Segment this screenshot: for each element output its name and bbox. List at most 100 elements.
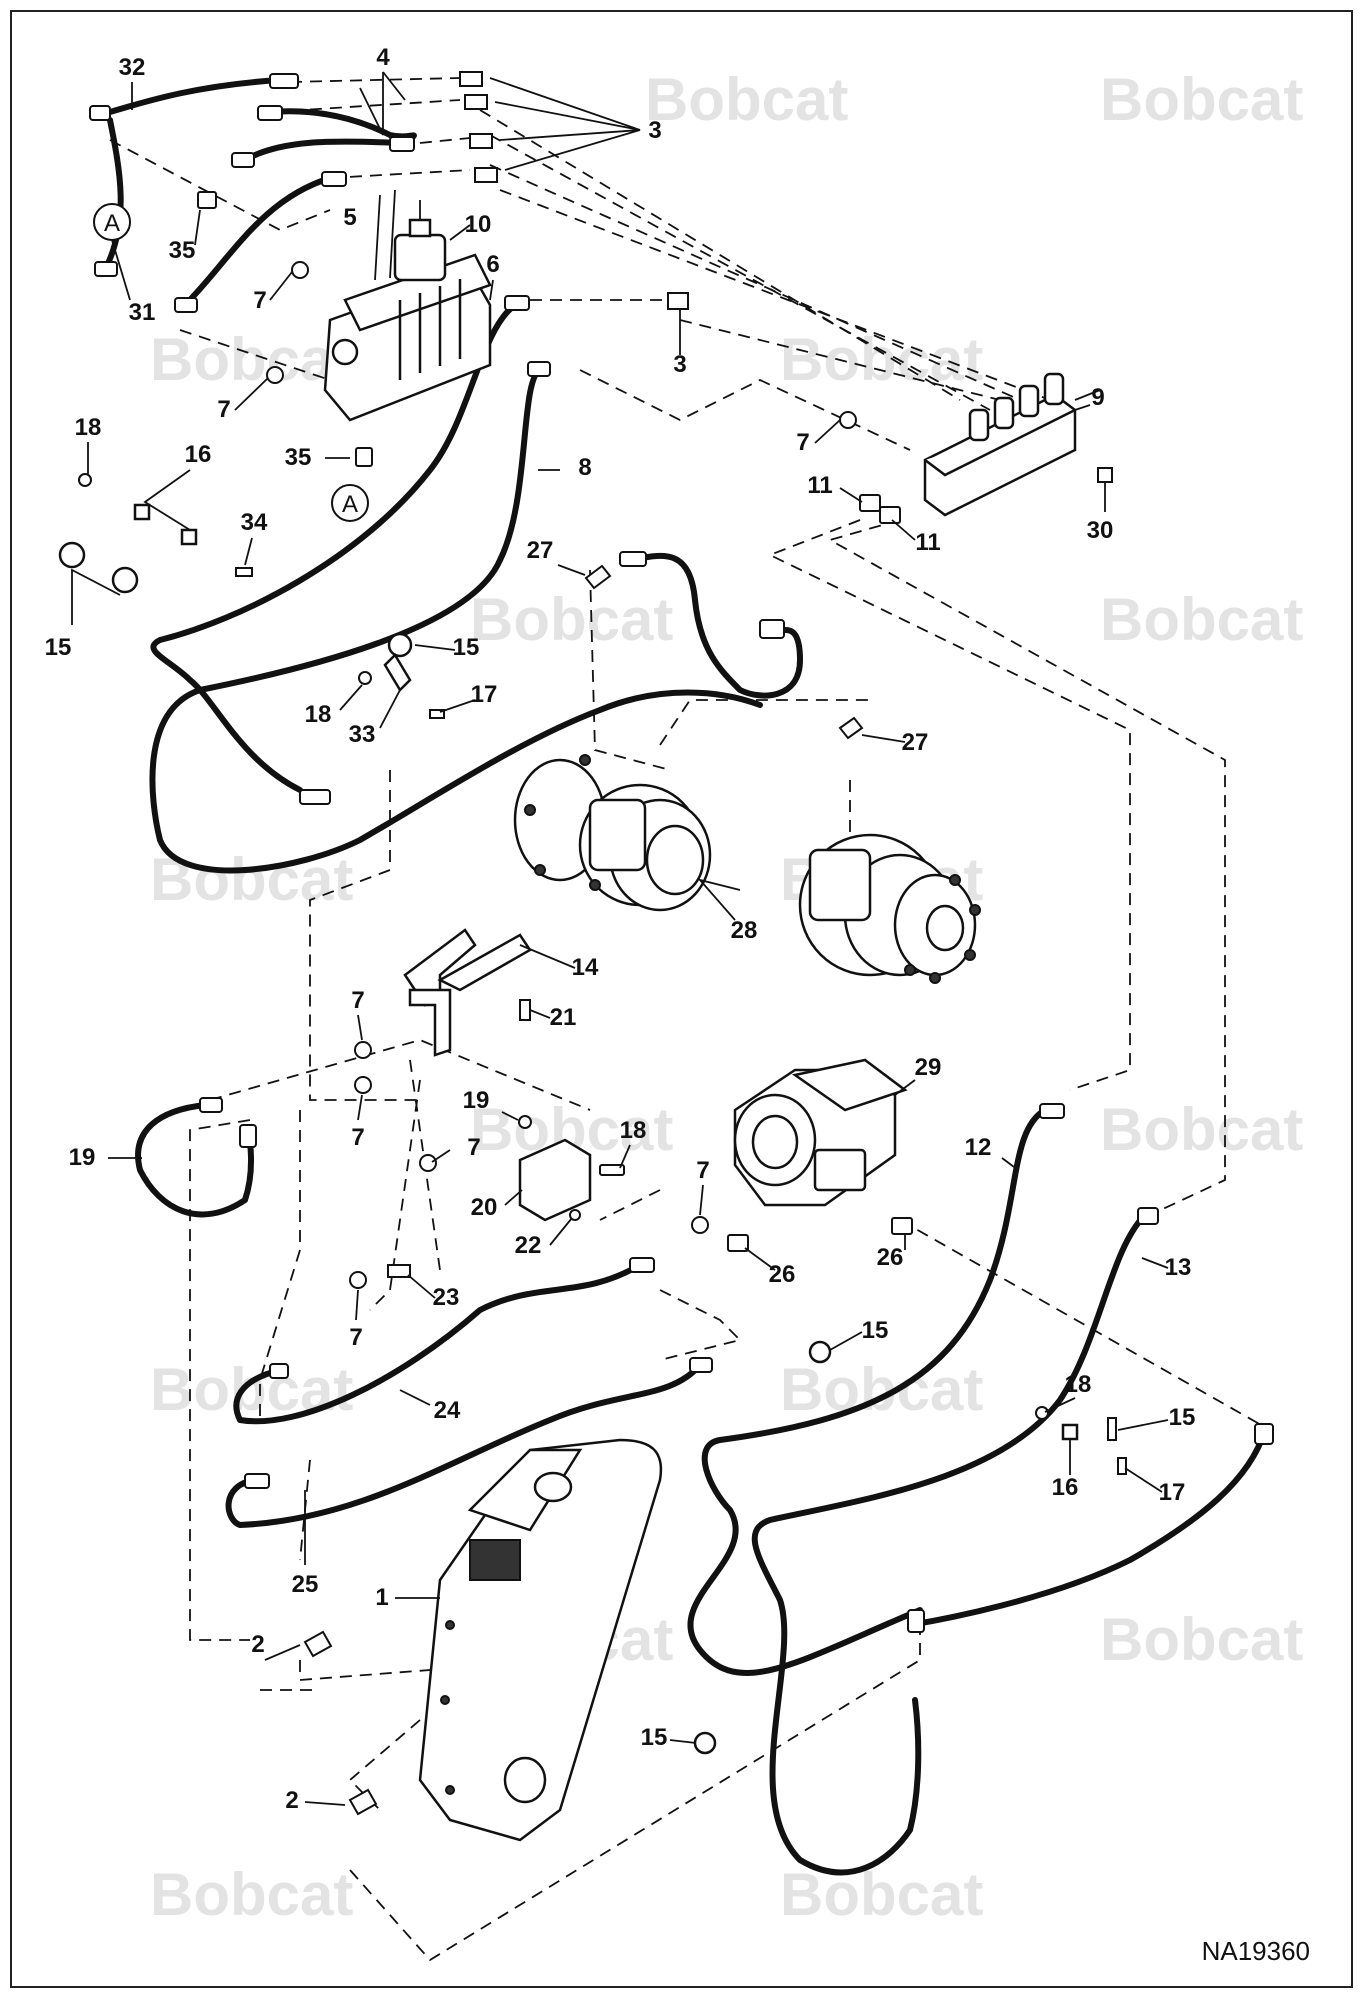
watermark: Bobcat [1100, 1096, 1303, 1163]
mounting-bracket [403, 928, 532, 1057]
callout-c15b: 15 [453, 634, 480, 661]
hose-12 [687, 1107, 1048, 1676]
callout-c8: 8 [578, 454, 591, 481]
hydraulic-tank [418, 1438, 663, 1842]
callout-c28: 28 [731, 917, 758, 944]
callout-c10: 10 [465, 211, 492, 238]
callout-c19a: 19 [463, 1087, 490, 1114]
callout-c21: 21 [550, 1004, 577, 1031]
callout-c14: 14 [572, 954, 599, 981]
callout-c18a: 18 [75, 414, 102, 441]
watermark: Bobcat [150, 1356, 353, 1423]
hose-32 [107, 77, 283, 115]
callout-c7h: 7 [349, 1324, 362, 1351]
callout-c1: 1 [375, 1584, 388, 1611]
callout-c7f: 7 [467, 1134, 480, 1161]
callout-c13: 13 [1165, 1254, 1192, 1281]
hydrostatic-pump [733, 1058, 908, 1207]
hose-8 [149, 367, 763, 874]
callout-c35b: 35 [285, 444, 312, 471]
callout-c26b: 26 [877, 1244, 904, 1271]
hose-13 [751, 1212, 1148, 1876]
watermark: Bobcat [780, 326, 983, 393]
callout-c12: 12 [965, 1134, 992, 1161]
callout-c18c: 18 [620, 1117, 647, 1144]
callout-c11a: 11 [807, 472, 832, 499]
drive-motor-left [513, 754, 712, 912]
callout-c29: 29 [915, 1054, 942, 1081]
callout-c7c: 7 [796, 429, 809, 456]
connector-a-top: A [93, 203, 131, 241]
callout-c6: 6 [486, 251, 499, 278]
callout-c27a: 27 [527, 537, 554, 564]
callout-c4: 4 [376, 44, 390, 71]
callout-c20: 20 [471, 1194, 498, 1221]
callout-c22: 22 [515, 1232, 542, 1259]
hoses [102, 77, 1268, 1876]
callout-c24: 24 [434, 1397, 461, 1424]
callout-c7b: 7 [217, 396, 230, 423]
main-parts: A A [58, 189, 1127, 1842]
hose-19 [135, 1102, 255, 1218]
callout-c15d: 15 [1169, 1404, 1196, 1431]
callout-c15a: 15 [45, 634, 72, 661]
callout-c15e: 15 [641, 1724, 668, 1751]
connector-letter: A [104, 210, 120, 237]
leader-lines [71, 71, 1169, 1806]
callout-c30: 30 [1087, 517, 1114, 544]
callout-c7e: 7 [351, 1124, 364, 1151]
valve-block [518, 1115, 625, 1222]
hose-6 [150, 302, 518, 793]
callout-c33: 33 [349, 721, 376, 748]
callout-c19b: 19 [69, 1144, 96, 1171]
callout-c31: 31 [129, 299, 156, 326]
callout-c18b: 18 [305, 701, 332, 728]
watermark: Bobcat [150, 1861, 353, 1928]
watermark: Bobcat [780, 1356, 983, 1423]
hose-clamps [58, 473, 1127, 1755]
callout-c7g: 7 [696, 1157, 709, 1184]
callout-c2a: 2 [251, 1631, 264, 1658]
watermark: Bobcat [1100, 586, 1303, 653]
callout-c7d: 7 [351, 987, 364, 1014]
callout-c15c: 15 [862, 1317, 889, 1344]
hose-24 [233, 1262, 643, 1425]
callout-c34: 34 [241, 509, 268, 536]
watermark: Bobcat [470, 586, 673, 653]
connector-letter: A [342, 491, 358, 518]
watermark: Bobcat [1100, 1606, 1303, 1673]
callout-c25: 25 [292, 1571, 319, 1598]
hose-25 [225, 1362, 703, 1528]
callout-c9: 9 [1091, 384, 1104, 411]
drive-motor-right [798, 833, 981, 984]
callout-c35a: 35 [169, 237, 196, 264]
connector-a-bottom: A [331, 484, 369, 522]
callout-c11b: 11 [915, 529, 940, 556]
callout-c27b: 27 [902, 729, 929, 756]
callout-c32: 32 [119, 54, 146, 81]
manifold-block [923, 372, 1101, 517]
callout-c7a: 7 [253, 287, 266, 314]
watermark: Bobcat [780, 1861, 983, 1928]
fittings [89, 71, 1274, 1816]
watermark: Bobcat [645, 66, 848, 133]
hose-5 [182, 175, 333, 308]
callout-c17b: 17 [1159, 1479, 1186, 1506]
hose-31 [102, 117, 124, 273]
callout-c17a: 17 [471, 681, 498, 708]
callout-c23: 23 [433, 1284, 460, 1311]
drawing-number: NA19360 [1202, 1936, 1310, 1966]
hose-4 [267, 108, 417, 143]
watermark: Bobcat [150, 326, 353, 393]
callout-c3a: 3 [648, 117, 661, 144]
callout-c2b: 2 [285, 1787, 298, 1814]
hose-27-upper [627, 552, 803, 699]
callout-c3b: 3 [673, 351, 686, 378]
callout-c5: 5 [343, 204, 356, 231]
callout-c26a: 26 [769, 1261, 796, 1288]
callout-c18d: 18 [1065, 1371, 1092, 1398]
watermark: Bobcat [1100, 66, 1303, 133]
hose-4-lower [242, 138, 403, 163]
